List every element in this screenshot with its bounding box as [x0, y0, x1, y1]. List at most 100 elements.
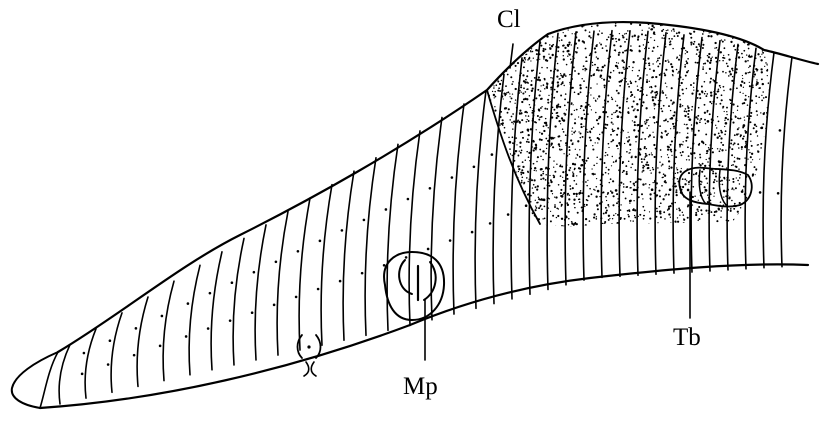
- stipple-dot: [552, 36, 553, 37]
- stipple-dot: [650, 37, 651, 38]
- stipple-dot: [555, 60, 556, 61]
- segment-line: [255, 225, 266, 360]
- stipple-dot: [583, 126, 584, 127]
- stipple-dot: [732, 187, 734, 189]
- stipple-dot: [712, 79, 714, 81]
- stipple-dot: [720, 130, 722, 132]
- stipple-dot: [756, 209, 758, 211]
- stipple-dot: [607, 154, 609, 156]
- stipple-dot: [554, 206, 556, 208]
- stipple-dot: [616, 202, 618, 204]
- stipple-dot: [761, 71, 763, 73]
- seta-dot: [777, 192, 780, 195]
- stipple-dot: [576, 175, 577, 176]
- stipple-dot: [698, 218, 700, 220]
- stipple-dot: [693, 152, 695, 154]
- stipple-dot: [634, 108, 635, 109]
- stipple-dot: [597, 98, 598, 99]
- stipple-dot: [522, 21, 524, 23]
- stipple-dot: [504, 199, 506, 201]
- stipple-dot: [527, 119, 528, 120]
- stipple-dot: [608, 80, 610, 82]
- stipple-dot: [503, 161, 505, 163]
- stipple-dot: [514, 177, 516, 179]
- stipple-dot: [726, 111, 727, 112]
- stipple-dot: [571, 223, 573, 225]
- stipple-dot: [488, 107, 490, 109]
- stipple-dot: [668, 157, 669, 158]
- stipple-dot: [645, 68, 647, 70]
- stipple-dot: [755, 174, 756, 175]
- stipple-dot: [563, 32, 564, 33]
- stipple-dot: [734, 28, 736, 30]
- stipple-dot: [733, 112, 734, 113]
- stipple-dot: [664, 73, 666, 75]
- stipple-dot: [701, 90, 703, 92]
- stipple-dot: [753, 71, 755, 73]
- stipple-dot: [620, 209, 622, 211]
- seta-dot: [653, 116, 656, 119]
- stipple-dot: [748, 67, 749, 68]
- stipple-dot: [730, 210, 732, 212]
- stipple-dot: [527, 59, 529, 61]
- stipple-dot: [517, 155, 519, 157]
- stipple-dot: [624, 33, 625, 34]
- stipple-dot: [662, 92, 664, 94]
- stipple-dot: [663, 120, 665, 122]
- stipple-dot: [755, 132, 757, 134]
- stipple-dot: [564, 219, 566, 221]
- stipple-dot: [741, 148, 742, 149]
- stipple-dot: [560, 73, 561, 74]
- stipple-dot: [537, 89, 539, 91]
- segment-line: [59, 345, 70, 404]
- stipple-dot: [500, 159, 501, 160]
- stipple-dot: [605, 45, 607, 47]
- stipple-dot: [723, 90, 724, 91]
- stipple-dot: [541, 67, 543, 69]
- stipple-dot: [726, 107, 728, 109]
- stipple-dot: [720, 51, 722, 53]
- stipple-dot: [664, 130, 666, 132]
- stipple-dot: [490, 151, 492, 153]
- stipple-dot: [534, 167, 536, 169]
- stipple-dot: [493, 64, 494, 65]
- stipple-dot: [532, 25, 533, 26]
- stipple-dot: [626, 151, 628, 153]
- stipple-dot: [687, 217, 689, 219]
- stipple-dot: [559, 165, 561, 167]
- stipple-dot: [683, 47, 685, 49]
- stipple-dot: [522, 74, 524, 76]
- stipple-dot: [654, 122, 656, 124]
- stipple-dot: [760, 143, 762, 145]
- stipple-dot: [704, 186, 706, 188]
- stipple-dot: [543, 56, 545, 58]
- stipple-dot: [563, 20, 564, 21]
- segment-line: [85, 329, 96, 398]
- stipple-dot: [749, 152, 751, 154]
- stipple-dot: [676, 167, 677, 168]
- stipple-dot: [582, 181, 584, 183]
- seta-dot: [107, 363, 110, 366]
- stipple-dot: [770, 96, 772, 98]
- stipple-dot: [637, 124, 639, 126]
- stipple-dot: [552, 146, 554, 148]
- stipple-dot: [634, 216, 636, 218]
- stipple-dot: [643, 44, 644, 45]
- stipple-dot: [650, 199, 652, 201]
- stipple-dot: [542, 159, 543, 160]
- stipple-dot: [721, 131, 723, 133]
- stipple-dot: [756, 70, 757, 71]
- stipple-dot: [717, 90, 719, 92]
- stipple-dot: [587, 157, 589, 159]
- stipple-dot: [738, 213, 740, 215]
- stipple-dot: [721, 226, 722, 227]
- stipple-dot: [686, 71, 688, 73]
- stipple-dot: [571, 44, 572, 45]
- stipple-dot: [666, 86, 667, 87]
- stipple-dot: [537, 156, 539, 158]
- stipple-dot: [736, 68, 738, 70]
- stipple-dot: [534, 121, 536, 123]
- stipple-dot: [701, 23, 702, 24]
- stipple-dot: [720, 142, 722, 144]
- stipple-dot: [493, 156, 495, 158]
